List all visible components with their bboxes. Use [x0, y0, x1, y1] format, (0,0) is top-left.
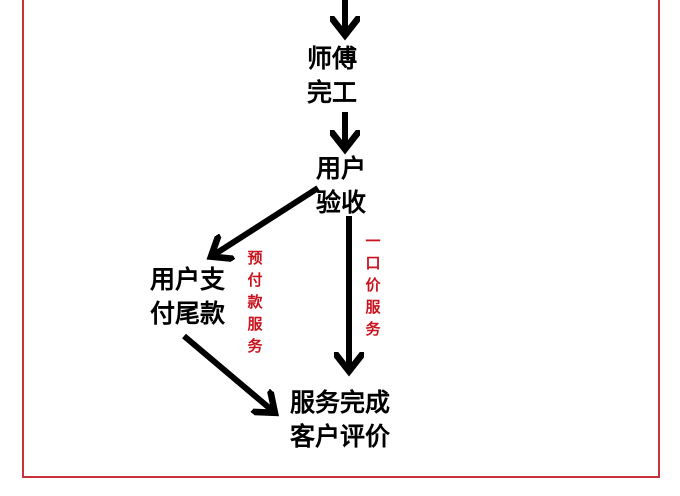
label-prepaid-service: 预付款服务: [247, 249, 263, 355]
node-user-accept: 用户 验收: [316, 152, 366, 220]
arrow-user-accept-to-user-pay: [212, 185, 320, 256]
label-flat-price-service: 一口价服务: [365, 232, 381, 338]
node-user-pay: 用户支 付尾款: [150, 263, 225, 331]
page-frame: [22, 0, 660, 478]
node-worker-done-line2: 完工: [307, 78, 358, 107]
node-user-accept-line2: 验收: [316, 188, 367, 217]
node-service-done: 服务完成 客户评价: [290, 386, 390, 454]
node-user-pay-line1: 用户支: [150, 265, 226, 294]
node-worker-done-line1: 师傅: [307, 44, 358, 73]
arrow-user-pay-to-service-done: [182, 333, 274, 412]
node-user-accept-line1: 用户: [316, 154, 367, 183]
node-service-done-line2: 客户评价: [290, 422, 391, 451]
node-service-done-line1: 服务完成: [290, 388, 391, 417]
node-user-pay-line2: 付尾款: [150, 299, 226, 328]
node-worker-done: 师傅 完工: [307, 42, 357, 110]
